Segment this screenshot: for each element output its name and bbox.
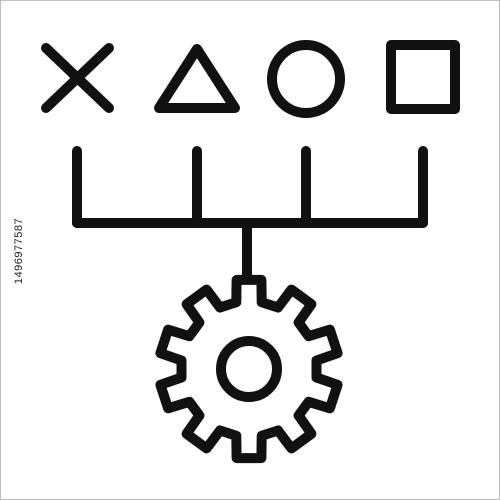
cross-icon (41, 43, 114, 113)
gear-icon (155, 274, 343, 464)
stock-id-label: 1496977587 (13, 217, 25, 285)
triangle-icon (154, 44, 240, 113)
gear-outline (155, 274, 343, 464)
connector-lines (72, 146, 428, 282)
gear-hub (216, 336, 282, 402)
circle-icon (267, 40, 345, 118)
square-icon (386, 40, 460, 114)
